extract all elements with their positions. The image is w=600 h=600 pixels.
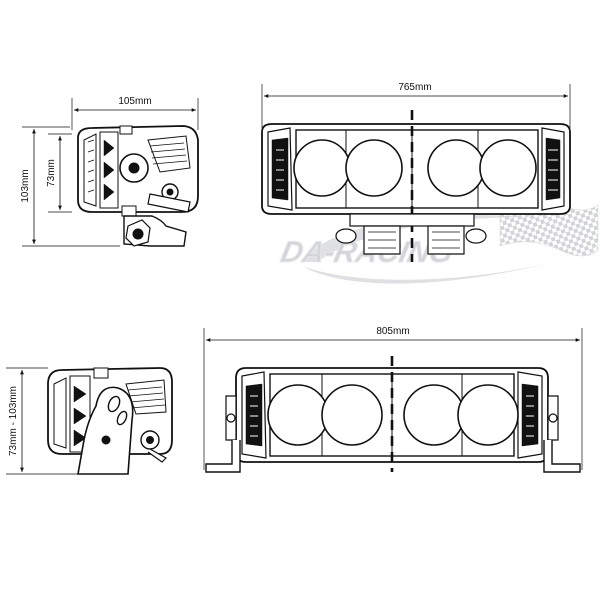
front-view-top: 765mm — [261, 82, 571, 262]
height-label-103: 103mm — [20, 169, 31, 202]
mounting-bracket-icon — [123, 193, 191, 247]
end-brackets-bottom — [205, 395, 581, 473]
side-view-top: 105mm 103mm 73mm — [20, 96, 199, 247]
light-bar-bottom — [235, 367, 549, 463]
adjuster-knob-icon — [119, 153, 179, 201]
height-dimension-total: 103mm — [20, 126, 120, 247]
height-dimension-body: 73mm — [46, 133, 72, 213]
mounting-plate-side — [77, 386, 134, 475]
width-dimension-805: 805mm — [203, 326, 583, 470]
side-view-bottom: 73mm - 103mm — [6, 367, 173, 475]
light-bar-top — [261, 123, 571, 215]
width-label-105: 105mm — [118, 96, 151, 107]
led-lens-icon — [293, 139, 537, 197]
width-dimension-765: 765mm — [261, 82, 571, 128]
center-mount-top — [335, 213, 487, 255]
height-dimension-range: 73mm - 103mm — [6, 367, 80, 475]
led-lens-bottom — [267, 384, 519, 446]
height-range-label: 73mm - 103mm — [8, 386, 19, 456]
width-label-765: 765mm — [398, 82, 431, 93]
height-label-73: 73mm — [46, 159, 57, 187]
adjuster-knob-bottom — [140, 430, 167, 463]
front-view-bottom: 805mm — [203, 326, 583, 473]
width-label-805: 805mm — [376, 326, 409, 337]
width-dimension-top-side: 105mm — [71, 96, 199, 130]
